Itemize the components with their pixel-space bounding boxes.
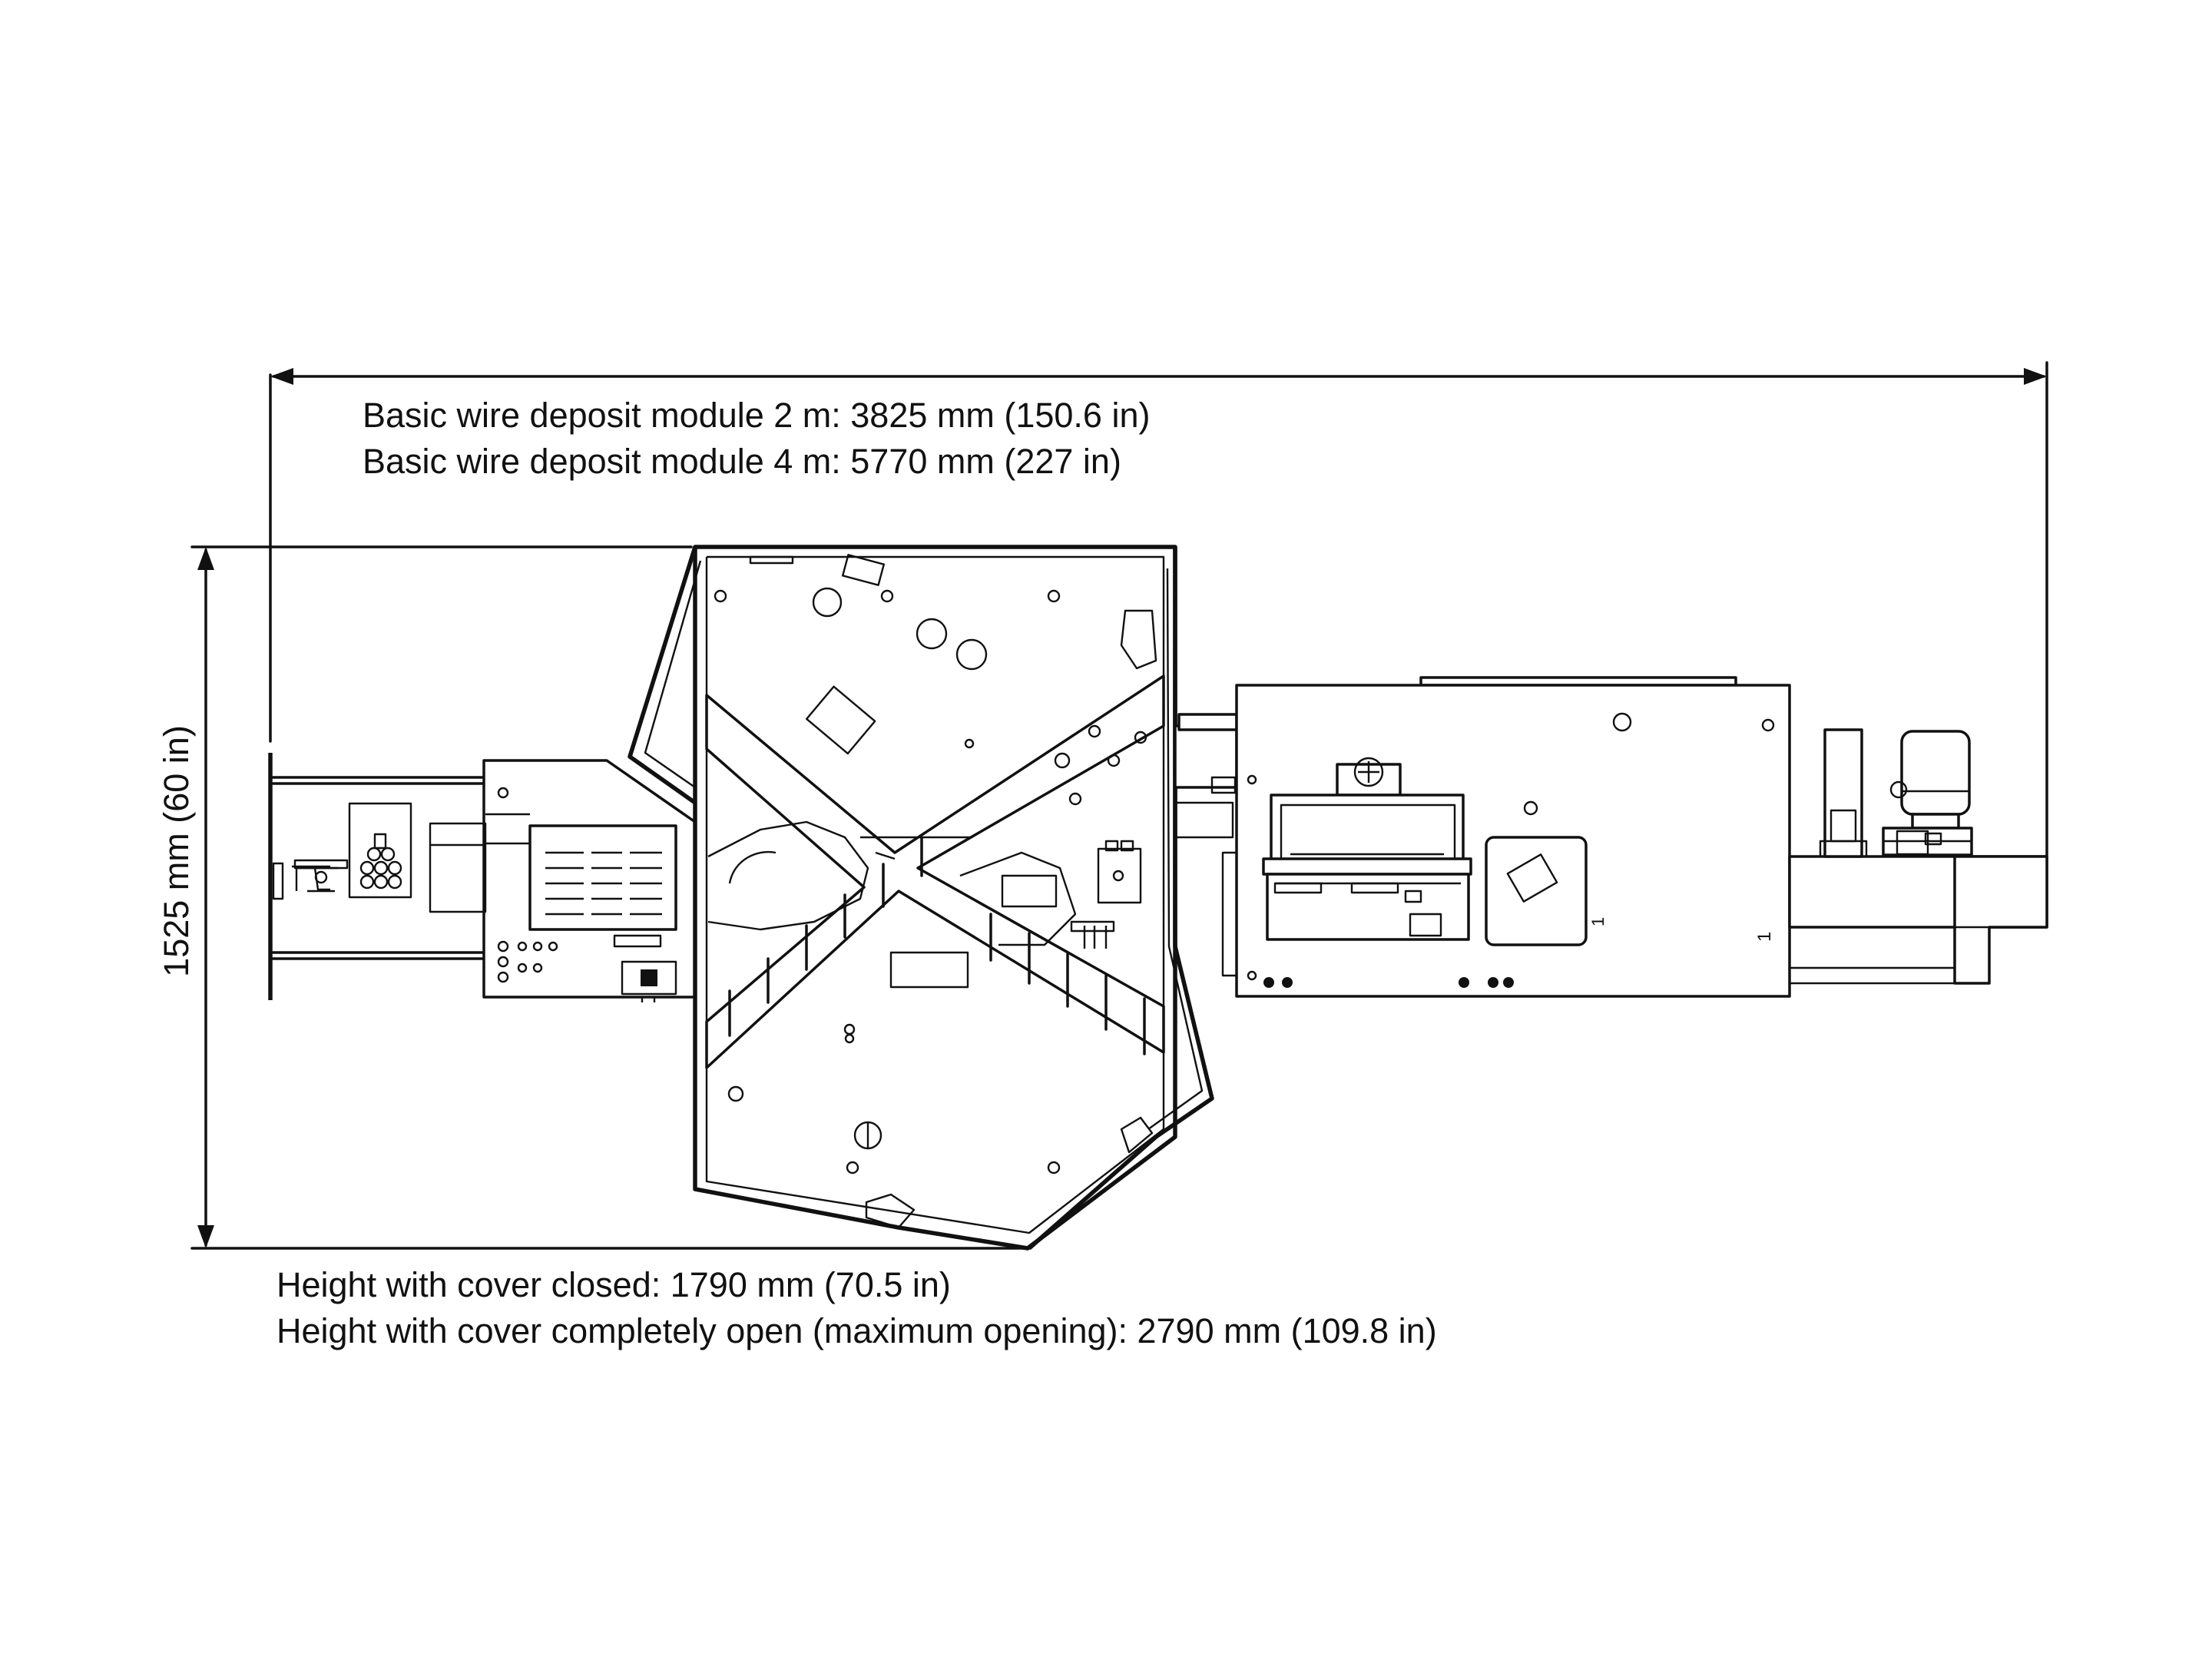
connector-bridge <box>1174 713 1238 977</box>
height-cover-open-label: Height with cover completely open (maxim… <box>276 1311 1437 1350</box>
length-label-2m: Basic wire deposit module 2 m: 3825 mm (… <box>363 396 1150 435</box>
right-unit-mark-1: 1 <box>1588 917 1608 926</box>
central-cover-module <box>628 545 1214 1251</box>
mounting-holes <box>1263 977 1514 988</box>
width-label: 1525 mm (60 in) <box>157 725 196 977</box>
coil-cluster <box>359 833 402 890</box>
height-labels: Height with cover closed: 1790 mm (70.5 … <box>276 1265 1437 1350</box>
length-label-4m: Basic wire deposit module 4 m: 5770 mm (… <box>363 442 1121 481</box>
height-cover-closed-label: Height with cover closed: 1790 mm (70.5 … <box>276 1265 951 1304</box>
right-processing-unit: 1 1 <box>1235 676 1791 998</box>
width-dimension: 1525 mm (60 in) <box>157 545 1027 1250</box>
vent-slots <box>545 851 662 916</box>
left-control-unit <box>429 759 697 1002</box>
wire-feed-rail <box>268 753 487 1000</box>
brace-slots <box>728 836 1146 1055</box>
output-motor-section <box>1788 728 2048 985</box>
right-unit-mark-2: 1 <box>1754 932 1775 942</box>
overall-length-dimension: Basic wire deposit module 2 m: 3825 mm (… <box>269 361 2048 858</box>
